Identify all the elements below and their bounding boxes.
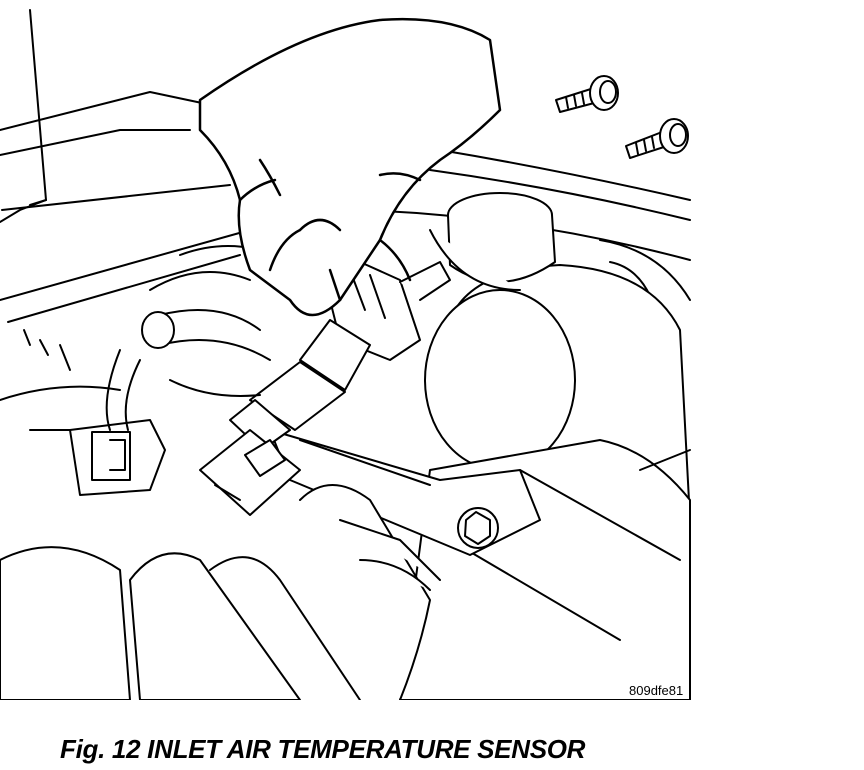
lower-ducts — [0, 484, 441, 700]
connector-housing — [199, 429, 301, 516]
upper-left-panel — [0, 9, 251, 371]
bolt-lower — [625, 118, 689, 159]
inlet-air-temperature-sensor — [229, 261, 451, 451]
engine-line-drawing — [0, 9, 691, 700]
left-hoses — [0, 245, 271, 431]
bolt-upper — [555, 75, 619, 113]
hand-illustration — [198, 17, 502, 317]
left-sensor-block — [29, 419, 166, 496]
sensor-bracket — [269, 429, 541, 556]
drawing-code: 809dfe81 — [629, 683, 684, 698]
figure-caption: Fig. 12 INLET AIR TEMPERATURE SENSOR — [60, 734, 586, 764]
